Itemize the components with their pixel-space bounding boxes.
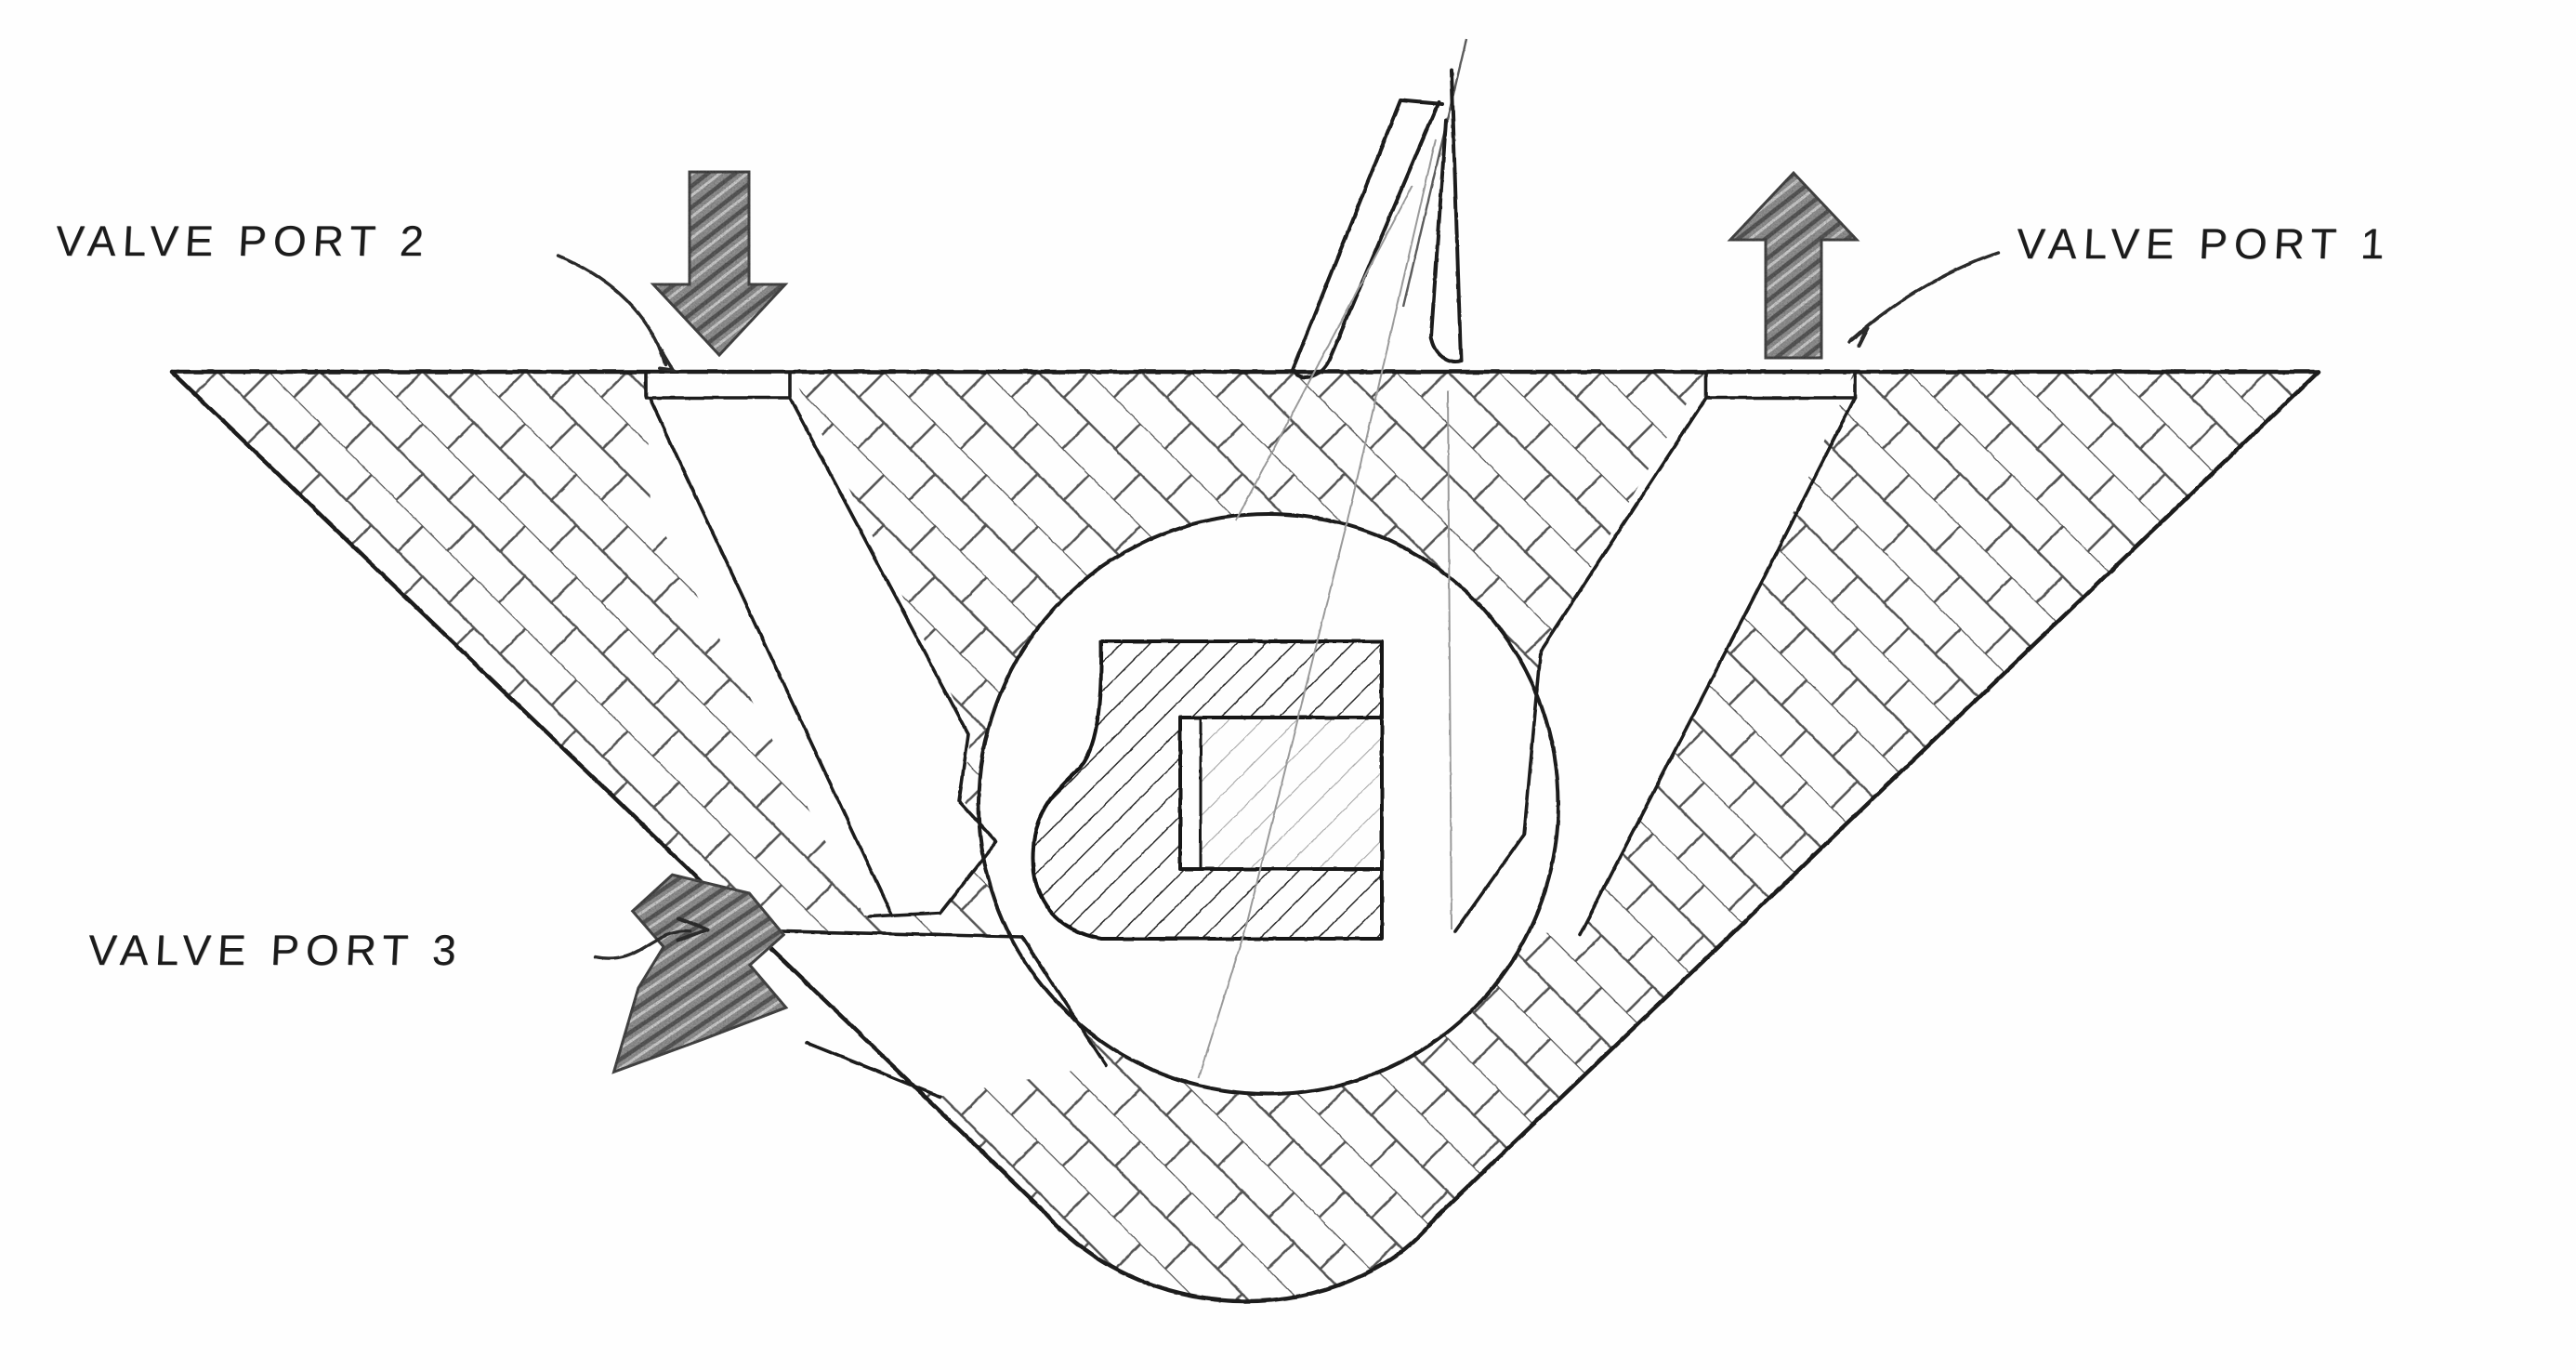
handle-vertical bbox=[1429, 69, 1463, 363]
port1-leader bbox=[1847, 251, 2000, 344]
port-2-opening bbox=[644, 370, 792, 400]
body-v-outline bbox=[169, 369, 2321, 1304]
label-valve-port-3: VALVE PORT 3 bbox=[86, 926, 465, 974]
valve-spool bbox=[1031, 639, 1384, 941]
ball-chamber bbox=[977, 512, 1560, 1096]
label-valve-port-2: VALVE PORT 2 bbox=[54, 217, 432, 265]
handle-centerline bbox=[1401, 38, 1468, 308]
port3-outflow-arrow bbox=[611, 873, 789, 1074]
leader-lines bbox=[556, 251, 2000, 961]
handle-construction-rays bbox=[1198, 138, 1452, 1079]
port2-leader bbox=[556, 254, 667, 366]
port1-outflow-arrow bbox=[1727, 170, 1860, 360]
label-valve-port-1: VALVE PORT 1 bbox=[2015, 219, 2393, 268]
port-1-opening bbox=[1704, 370, 1857, 400]
port3-leader bbox=[593, 929, 691, 961]
port2-inflow-arrow bbox=[650, 170, 789, 358]
valve-handle[interactable] bbox=[1198, 38, 1468, 1079]
